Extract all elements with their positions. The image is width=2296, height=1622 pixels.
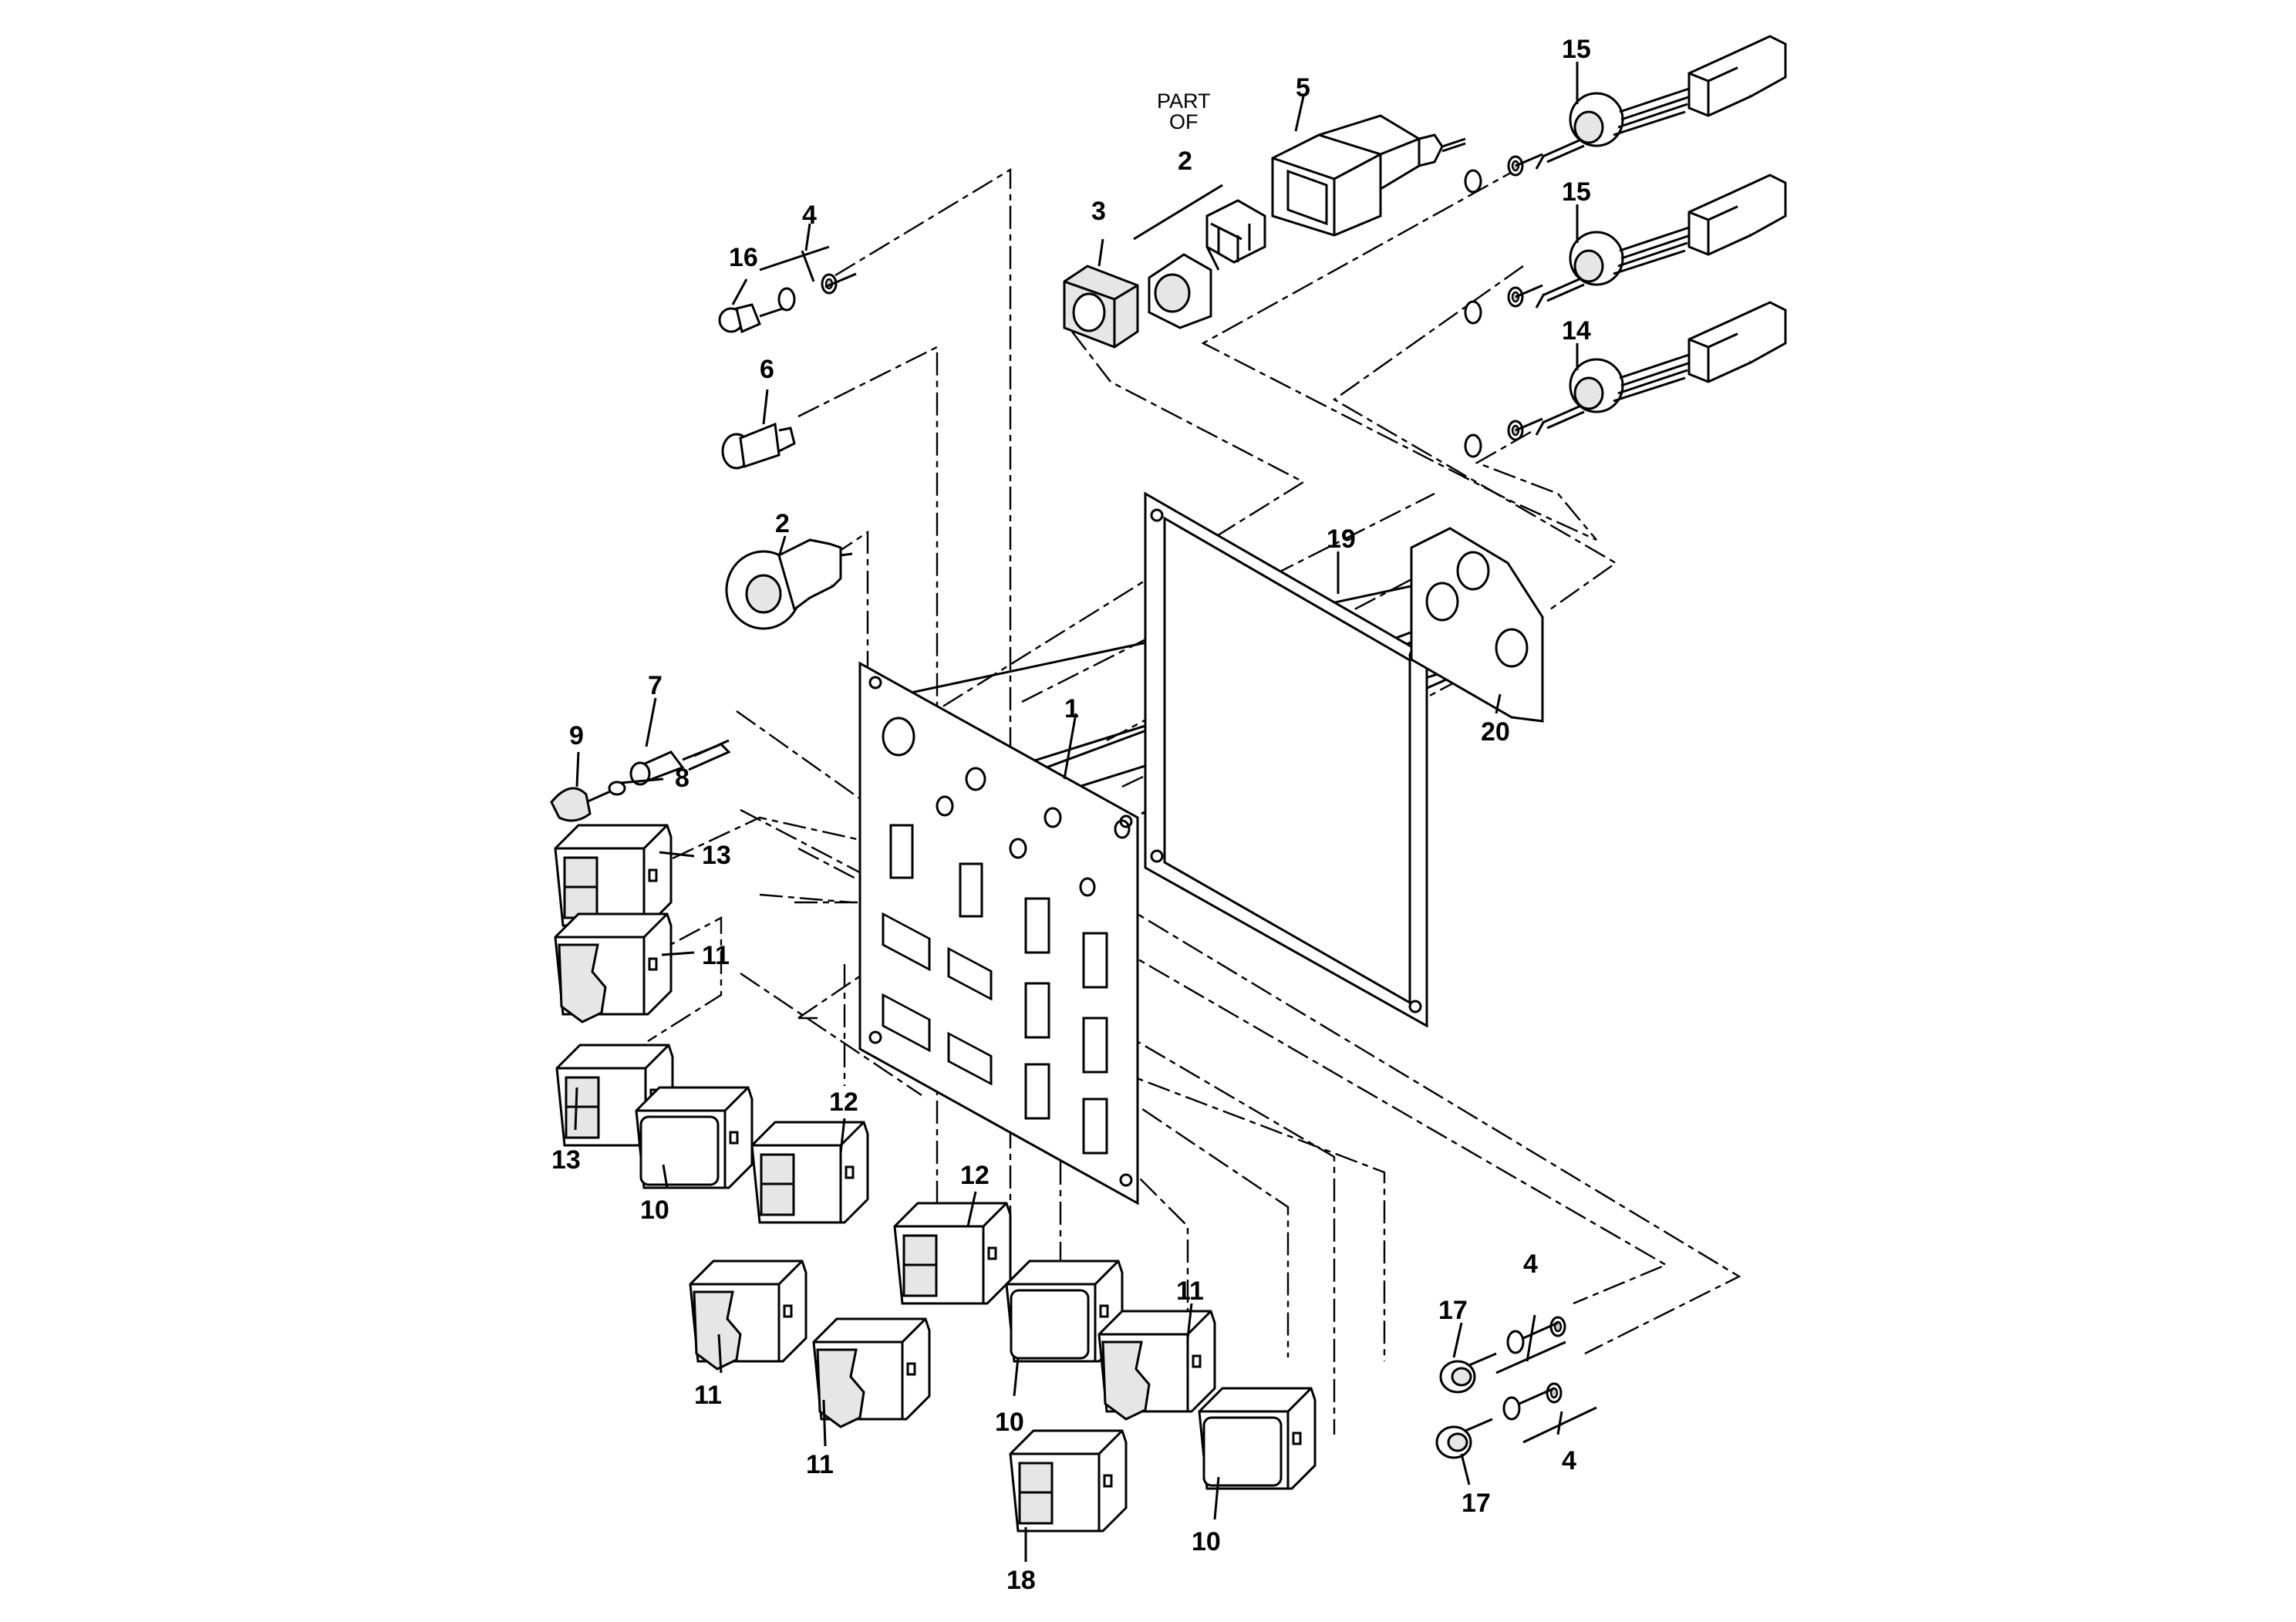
callout-10-middle: 10 xyxy=(995,1408,1024,1437)
paddle-switch-11d xyxy=(1097,1310,1216,1421)
callout-1: 1 xyxy=(1064,694,1079,723)
callout-15-middle: 15 xyxy=(1562,177,1591,207)
callout-2: 2 xyxy=(775,509,790,538)
part-of-note-line2: OF xyxy=(1169,110,1199,133)
part-of-note-line1: PART xyxy=(1157,89,1211,113)
callout-9: 9 xyxy=(569,721,584,750)
leader-line xyxy=(834,167,1012,810)
lamp-socket-7 xyxy=(629,739,731,786)
indicator-6 xyxy=(721,422,796,470)
callout-7: 7 xyxy=(648,671,663,700)
paddle-switch-11b xyxy=(689,1259,807,1371)
callout-10-left: 10 xyxy=(640,1195,669,1225)
leader-line xyxy=(1110,1067,1386,1361)
callout-4-right-upper: 4 xyxy=(1523,1249,1538,1279)
callout-18: 18 xyxy=(1006,1566,1036,1595)
lens-cap-9 xyxy=(550,787,592,822)
rocker-switch-13a xyxy=(554,824,673,927)
leader-line xyxy=(1079,878,1741,1355)
callout-6: 6 xyxy=(760,355,774,384)
lens-10a xyxy=(635,1086,754,1189)
rocker-switch-12a xyxy=(750,1121,869,1224)
potentiometer-15a xyxy=(1464,35,1787,194)
callout-16: 16 xyxy=(729,243,758,272)
callout-12-right: 12 xyxy=(960,1161,990,1190)
lamp-8 xyxy=(585,781,626,804)
callout-11-lower-left: 11 xyxy=(694,1381,722,1410)
callout-4-right-lower: 4 xyxy=(1562,1446,1576,1475)
callout-11-upper-left: 11 xyxy=(702,941,730,970)
rocker-switch-12b xyxy=(893,1202,1012,1305)
leader-line xyxy=(1079,924,1668,1305)
callout-5: 5 xyxy=(1296,73,1310,103)
callout-leaders xyxy=(574,62,1597,1562)
leader-line xyxy=(1332,265,1618,610)
indicator-17a xyxy=(1439,1316,1566,1394)
bezel xyxy=(1063,265,1139,349)
rocker-switch-18 xyxy=(1009,1429,1128,1533)
leader-line xyxy=(636,816,899,877)
leader-line xyxy=(1075,1064,1290,1357)
indicator-17b xyxy=(1435,1382,1563,1459)
leader-line xyxy=(643,916,723,1043)
callout-14: 14 xyxy=(1562,316,1591,346)
callout-3: 3 xyxy=(1091,197,1106,226)
callout-2-part-of: 2 xyxy=(1178,147,1192,176)
leader-line xyxy=(1475,430,1597,541)
gasket xyxy=(1144,491,1428,1028)
callout-20: 20 xyxy=(1481,717,1510,747)
callout-15-top: 15 xyxy=(1562,35,1591,64)
callout-4-top: 4 xyxy=(802,201,817,230)
callout-12-left: 12 xyxy=(829,1088,858,1117)
paddle-switch-11c xyxy=(812,1317,931,1428)
callout-19: 19 xyxy=(1327,524,1356,554)
leader-line xyxy=(1110,1024,1336,1435)
callout-13-lower: 13 xyxy=(551,1145,581,1175)
callout-17-upper: 17 xyxy=(1438,1296,1468,1325)
indicator-16 xyxy=(718,272,857,334)
switch-body xyxy=(1148,199,1266,329)
leader-line xyxy=(1201,164,1597,541)
callout-8: 8 xyxy=(675,764,689,793)
callout-17-lower: 17 xyxy=(1462,1489,1491,1518)
bracket xyxy=(1410,527,1544,723)
leader-line xyxy=(797,346,939,808)
callout-labels: 1 2 2 3 4 4 4 5 6 7 8 9 10 10 10 11 11 1… xyxy=(551,35,1591,1595)
panel xyxy=(858,661,1139,1206)
callout-11-right: 11 xyxy=(1176,1276,1204,1306)
paddle-switch-11a xyxy=(554,912,673,1023)
leader-line xyxy=(740,973,922,1096)
pushbutton-housing xyxy=(1271,114,1466,237)
callout-13-upper: 13 xyxy=(702,841,731,870)
lens-10c xyxy=(1198,1387,1317,1490)
potentiometer-15b xyxy=(1464,174,1787,325)
callout-11-lower-middle: 11 xyxy=(806,1450,834,1479)
callout-10-right: 10 xyxy=(1192,1527,1221,1556)
pushbutton-2 xyxy=(725,538,853,630)
potentiometer-14 xyxy=(1464,301,1787,458)
